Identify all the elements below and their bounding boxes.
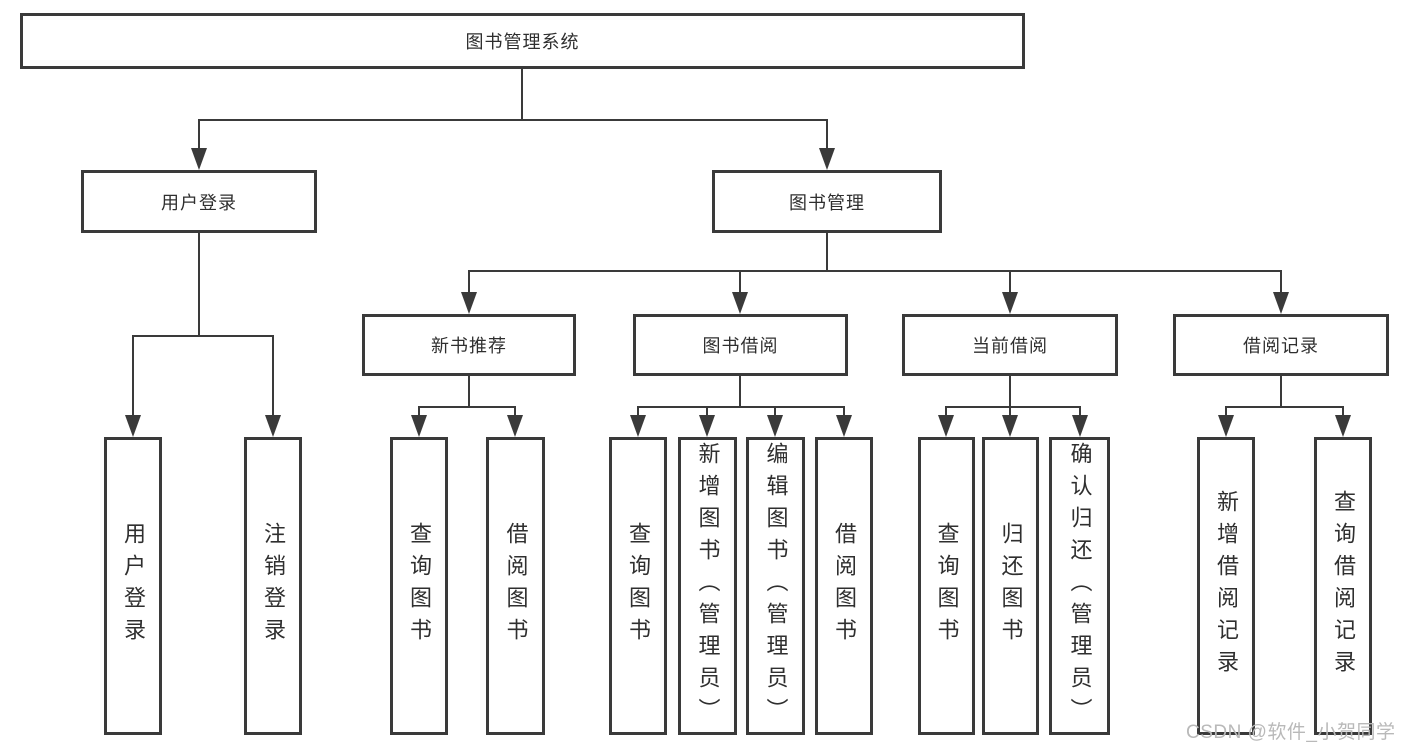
arrow-current-borrowing	[1002, 292, 1018, 314]
leaf-newbooks-query-label: 查询图书	[407, 522, 432, 650]
arrow-book-borrowing	[732, 292, 748, 314]
leaf-newbooks-borrow: 借阅图书	[486, 437, 545, 735]
leaf-current-query: 查询图书	[918, 437, 975, 735]
connector-drop-new-books	[468, 270, 470, 294]
arrow-user-login	[191, 148, 207, 170]
leaf-borrowing-borrow-label: 借阅图书	[832, 522, 857, 650]
leaf-records-query: 查询借阅记录	[1314, 437, 1372, 735]
arrow-borrowing-borrow	[836, 415, 852, 437]
node-current-borrowing: 当前借阅	[902, 314, 1118, 376]
arrow-leaf-logout	[265, 415, 281, 437]
connector-drop-book-borrowing	[739, 270, 741, 294]
arrow-records-query	[1335, 415, 1351, 437]
arrow-borrowing-records	[1273, 292, 1289, 314]
connector-borrowing-stub	[739, 376, 741, 408]
node-root: 图书管理系统	[20, 13, 1025, 69]
connector-drop-book-management	[826, 119, 828, 150]
connector-root-hline	[198, 119, 828, 121]
connector-drop-borrowing-records	[1280, 270, 1282, 294]
leaf-current-confirm-admin-label: 确认归还（管理员）	[1067, 442, 1093, 730]
connector-drop-borrowing-borrow	[843, 406, 845, 418]
node-borrowing-records: 借阅记录	[1173, 314, 1389, 376]
leaf-borrowing-edit-admin: 编辑图书（管理员）	[746, 437, 805, 735]
leaf-current-confirm-admin: 确认归还（管理员）	[1049, 437, 1110, 735]
connector-drop-current-return	[1009, 406, 1011, 418]
arrow-newbooks-query	[411, 415, 427, 437]
leaf-borrowing-edit-admin-label: 编辑图书（管理员）	[763, 442, 789, 730]
leaf-logout: 注销登录	[244, 437, 302, 735]
connector-drop-records-query	[1342, 406, 1344, 418]
connector-newbooks-hline	[418, 406, 516, 408]
arrow-records-add	[1218, 415, 1234, 437]
connector-drop-current-borrowing	[1009, 270, 1011, 294]
connector-drop-records-add	[1225, 406, 1227, 418]
connector-current-hline	[945, 406, 1081, 408]
leaf-borrowing-query-label: 查询图书	[626, 522, 651, 650]
connector-bookmgmt-stub	[826, 233, 828, 272]
node-book-management: 图书管理	[712, 170, 942, 233]
arrow-leaf-login	[125, 415, 141, 437]
connector-drop-user-login	[198, 119, 200, 150]
node-user-login-label: 用户登录	[161, 192, 237, 213]
leaf-records-add-label: 新增借阅记录	[1214, 490, 1239, 682]
connector-records-stub	[1280, 376, 1282, 408]
leaf-newbooks-borrow-label: 借阅图书	[503, 522, 529, 650]
arrow-borrowing-query	[630, 415, 646, 437]
connector-bookmgmt-hline	[468, 270, 1282, 272]
arrow-new-books	[461, 292, 477, 314]
connector-drop-borrowing-query	[637, 406, 639, 418]
leaf-current-return: 归还图书	[982, 437, 1039, 735]
connector-drop-current-confirm	[1079, 406, 1081, 418]
node-new-books: 新书推荐	[362, 314, 576, 376]
connector-drop-leaf-login	[132, 335, 134, 417]
arrow-book-management	[819, 148, 835, 170]
connector-drop-current-query	[945, 406, 947, 418]
arrow-borrowing-add	[699, 415, 715, 437]
arrow-borrowing-edit	[767, 415, 783, 437]
arrow-current-return	[1002, 415, 1018, 437]
node-book-borrowing: 图书借阅	[633, 314, 848, 376]
node-book-borrowing-label: 图书借阅	[702, 336, 779, 356]
leaf-logout-label: 注销登录	[261, 522, 286, 650]
leaf-newbooks-query: 查询图书	[390, 437, 448, 735]
leaf-borrowing-add-admin-label: 新增图书（管理员）	[695, 442, 721, 730]
connector-newbooks-stub	[468, 376, 470, 408]
connector-drop-borrowing-add	[706, 406, 708, 418]
arrow-current-query	[938, 415, 954, 437]
leaf-borrowing-query: 查询图书	[609, 437, 667, 735]
node-new-books-label: 新书推荐	[431, 336, 507, 356]
connector-drop-borrowing-edit	[774, 406, 776, 418]
node-root-label: 图书管理系统	[465, 32, 580, 52]
node-current-borrowing-label: 当前借阅	[972, 336, 1048, 356]
leaf-borrowing-borrow: 借阅图书	[815, 437, 873, 735]
leaf-current-return-label: 归还图书	[998, 522, 1024, 650]
leaf-records-query-label: 查询借阅记录	[1331, 490, 1356, 682]
node-user-login: 用户登录	[81, 170, 317, 233]
connector-userlogin-stub	[198, 233, 200, 337]
arrow-current-confirm	[1072, 415, 1088, 437]
connector-userlogin-hline	[132, 335, 274, 337]
leaf-records-add: 新增借阅记录	[1197, 437, 1255, 735]
node-book-management-label: 图书管理	[789, 192, 865, 213]
leaf-user-login: 用户登录	[104, 437, 162, 735]
arrow-newbooks-borrow	[507, 415, 523, 437]
leaf-current-query-label: 查询图书	[934, 522, 960, 650]
connector-drop-newbooks-query	[418, 406, 420, 418]
connector-drop-leaf-logout	[272, 335, 274, 417]
leaf-borrowing-add-admin: 新增图书（管理员）	[678, 437, 737, 735]
connector-borrowing-hline	[637, 406, 845, 408]
leaf-user-login-label: 用户登录	[121, 522, 146, 650]
csdn-watermark: CSDN @软件_小贺同学	[1186, 722, 1396, 743]
connector-drop-newbooks-borrow	[514, 406, 516, 418]
connector-records-hline	[1225, 406, 1344, 408]
node-borrowing-records-label: 借阅记录	[1243, 336, 1319, 356]
connector-root-stub	[521, 69, 523, 121]
connector-current-stub	[1009, 376, 1011, 408]
